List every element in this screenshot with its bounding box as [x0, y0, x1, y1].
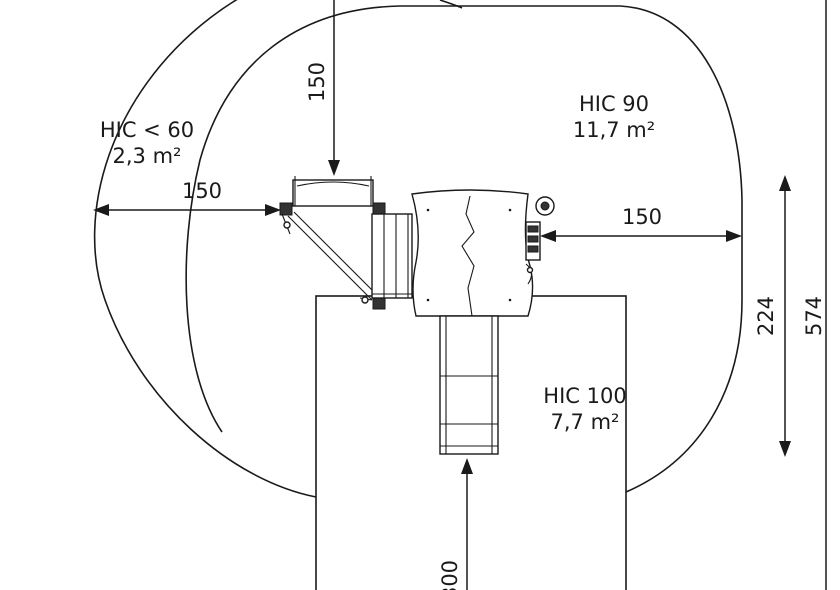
left-clearance-label: 150 [182, 179, 222, 203]
hic-90-label: HIC 90 [579, 92, 649, 116]
left-dimension-arrow-start [93, 204, 109, 216]
play-equipment [279, 176, 555, 455]
hic-60-area: 2,3 m² [113, 144, 182, 168]
hic-90-area: 11,7 m² [573, 118, 655, 142]
post-top-left [279, 202, 293, 216]
slide [439, 315, 499, 455]
right-dimension-arrow-end [726, 230, 742, 242]
right-clearance-label: 150 [622, 205, 662, 229]
height-224-arrow-bottom [779, 441, 791, 457]
height-224-arrow-top [779, 175, 791, 191]
height-574-label: 574 [802, 296, 826, 336]
side-ornament [525, 263, 533, 285]
hic-90-zone-outline [185, 5, 743, 493]
vertical-panel [371, 213, 413, 299]
main-tower [411, 189, 534, 317]
top-dimension-arrow [328, 160, 340, 176]
hic-60-zone-outline [93, 0, 463, 498]
top-clearance-label: 150 [305, 62, 329, 102]
hic-100-area: 7,7 m² [551, 410, 620, 434]
post-bottom-right [372, 296, 386, 310]
hic-100-label: HIC 100 [543, 384, 626, 408]
ladder-rail-a [287, 215, 373, 301]
height-224-label: 224 [754, 296, 778, 336]
bottom-dimension-arrow [461, 458, 473, 474]
tower-seam [461, 195, 475, 317]
hic-60-label: HIC < 60 [100, 118, 194, 142]
left-dimension-arrow-end [265, 204, 281, 216]
ladder-rail-b [293, 211, 379, 297]
bottom-clearance-label: 300 [438, 560, 462, 590]
right-dimension-arrow-start [540, 230, 556, 242]
left-platform-rail [296, 181, 370, 187]
post-top-right [372, 202, 386, 216]
